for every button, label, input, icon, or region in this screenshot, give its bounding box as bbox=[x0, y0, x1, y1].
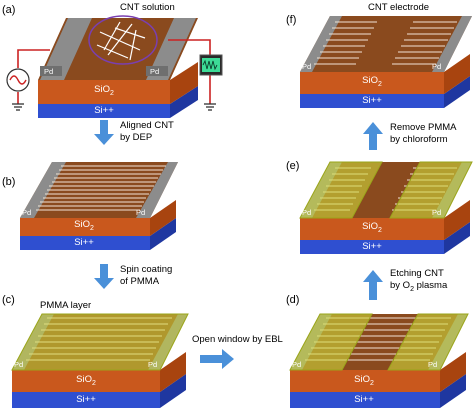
sio2-label-e: SiO2 bbox=[362, 221, 382, 234]
panel-label-e: (e) bbox=[286, 160, 300, 172]
panel-f-chip bbox=[300, 16, 472, 108]
pd-label-f-left: Pd bbox=[302, 62, 312, 71]
sio2-label-d: SiO2 bbox=[354, 374, 374, 387]
panel-d-chip bbox=[289, 313, 469, 408]
pd-label-b-left: Pd bbox=[22, 208, 32, 217]
panel-c-chip bbox=[11, 313, 189, 408]
pd-label-e-right: Pd bbox=[432, 208, 442, 217]
pd-label-c-left: Pd bbox=[14, 360, 24, 369]
panel-a-circuit bbox=[17, 39, 211, 104]
si-label-c: Si++ bbox=[76, 394, 96, 405]
pd-label-b-right: Pd bbox=[136, 208, 146, 217]
pd-label-a-right: Pd bbox=[150, 67, 160, 76]
sio2-label-b: SiO2 bbox=[74, 219, 94, 232]
cnt-solution-ellipse bbox=[88, 15, 158, 65]
si-label-d: Si++ bbox=[354, 394, 374, 405]
pd-label-d-left: Pd bbox=[292, 360, 302, 369]
si-label-b: Si++ bbox=[74, 237, 94, 248]
ac-source-icon bbox=[6, 68, 30, 92]
sio2-label-f: SiO2 bbox=[362, 75, 382, 88]
step-cd-caption: Open window by EBL bbox=[192, 334, 283, 345]
panel-label-a: (a) bbox=[2, 4, 16, 16]
panel-e-chip bbox=[299, 161, 473, 254]
panel-label-d: (d) bbox=[286, 294, 300, 306]
ground-icon bbox=[12, 103, 24, 111]
pd-label-c-right: Pd bbox=[148, 360, 158, 369]
si-label-e: Si++ bbox=[362, 241, 382, 252]
pd-label-e-left: Pd bbox=[302, 208, 312, 217]
step-de-caption: Etching CNT by O2 plasma bbox=[390, 268, 448, 293]
ground-icon-2 bbox=[204, 103, 216, 111]
arrow-down-icon-2 bbox=[94, 264, 114, 289]
pd-label-a-left: Pd bbox=[44, 67, 54, 76]
pmma-layer bbox=[11, 313, 189, 371]
cnt-electrode-label: CNT electrode bbox=[368, 2, 430, 13]
panel-label-f: (f) bbox=[286, 14, 297, 26]
arrow-up-icon-2 bbox=[363, 122, 383, 150]
si-label-a: Si++ bbox=[94, 105, 114, 116]
pd-label-d-right: Pd bbox=[428, 360, 438, 369]
sio2-label-c: SiO2 bbox=[76, 374, 96, 387]
sio2-label-a: SiO2 bbox=[94, 84, 114, 97]
arrow-down-icon bbox=[94, 120, 114, 145]
si-label-f: Si++ bbox=[362, 95, 382, 106]
cnt-solution-label: CNT solution bbox=[120, 2, 175, 13]
pmma-layer-label: PMMA layer bbox=[40, 300, 92, 311]
arrow-up-icon bbox=[363, 270, 383, 300]
oscilloscope-icon bbox=[199, 54, 223, 76]
pd-label-f-right: Pd bbox=[432, 62, 442, 71]
arrow-right-icon bbox=[200, 349, 234, 369]
panel-b-chip bbox=[20, 162, 178, 250]
panel-a-chip bbox=[38, 15, 198, 118]
panel-label-b: (b) bbox=[2, 176, 16, 188]
panel-label-c: (c) bbox=[2, 294, 15, 306]
